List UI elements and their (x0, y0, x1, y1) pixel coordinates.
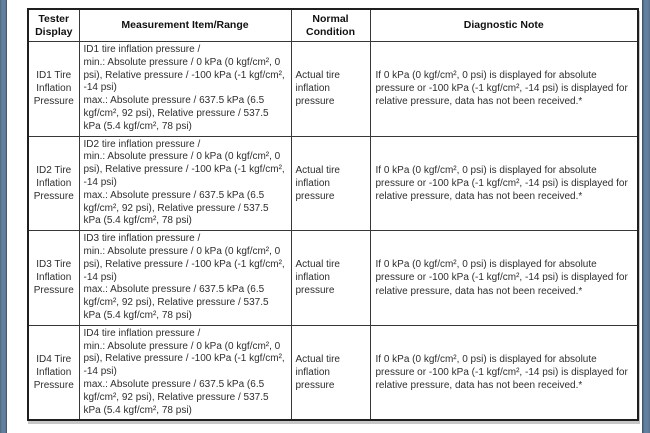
tire-pressure-data-table: Tester Display Measurement Item/Range No… (27, 8, 639, 422)
column-header-measurement-item-range: Measurement Item/Range (78, 8, 292, 42)
table-row-id1: ID1 Tire Inflation Pressure ID1 tire inf… (27, 41, 639, 137)
column-header-tester-display: Tester Display (27, 8, 80, 42)
left-frame-border (0, 0, 7, 433)
cell-measurement-range: ID3 tire inflation pressure / min.: Abso… (78, 230, 292, 326)
cell-diagnostic-note: If 0 kPa (0 kgf/cm², 0 psi) is displayed… (369, 41, 639, 137)
cell-diagnostic-note: If 0 kPa (0 kgf/cm², 0 psi) is displayed… (369, 324, 639, 421)
right-frame-border (642, 0, 650, 433)
cell-measurement-range: ID1 tire inflation pressure / min.: Abso… (78, 41, 292, 137)
cell-normal-condition: Actual tire inflation pressure (290, 135, 371, 232)
cell-measurement-range: ID2 tire inflation pressure / min.: Abso… (78, 135, 292, 232)
cell-diagnostic-note: If 0 kPa (0 kgf/cm², 0 psi) is displayed… (369, 230, 639, 326)
cell-tester-display: ID1 Tire Inflation Pressure (27, 41, 80, 137)
cell-normal-condition: Actual tire inflation pressure (290, 41, 371, 137)
cell-tester-display: ID3 Tire Inflation Pressure (27, 230, 80, 326)
cell-tester-display: ID4 Tire Inflation Pressure (27, 324, 80, 421)
header-row: Tester Display Measurement Item/Range No… (27, 8, 639, 42)
cell-normal-condition: Actual tire inflation pressure (290, 230, 371, 326)
table-row-id2: ID2 Tire Inflation Pressure ID2 tire inf… (27, 135, 639, 232)
column-header-normal-condition: Normal Condition (290, 8, 371, 42)
cell-normal-condition: Actual tire inflation pressure (290, 324, 371, 421)
cell-measurement-range: ID4 tire inflation pressure / min.: Abso… (78, 324, 292, 421)
cell-tester-display: ID2 Tire Inflation Pressure (27, 135, 80, 232)
cell-diagnostic-note: If 0 kPa (0 kgf/cm², 0 psi) is displayed… (369, 135, 639, 232)
column-header-diagnostic-note: Diagnostic Note (369, 8, 639, 42)
table-row-id3: ID3 Tire Inflation Pressure ID3 tire inf… (27, 230, 639, 326)
table-row-id4: ID4 Tire Inflation Pressure ID4 tire inf… (27, 324, 639, 421)
